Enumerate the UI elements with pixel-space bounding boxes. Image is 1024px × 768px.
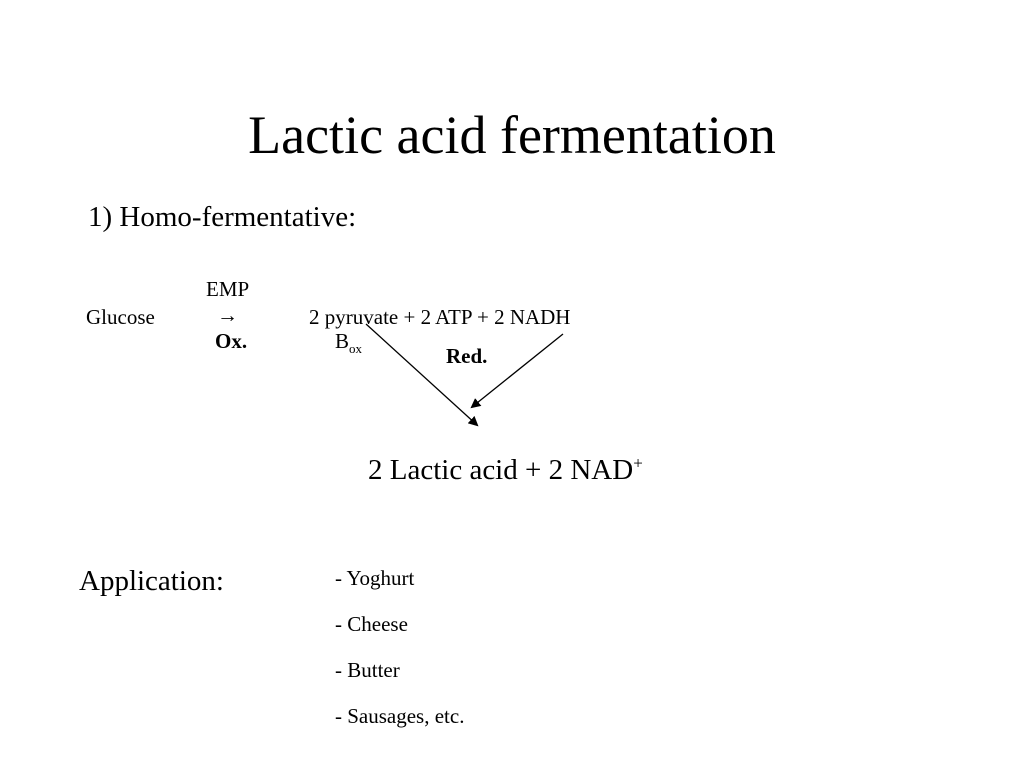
b-subscript: ox: [349, 341, 363, 357]
left-diagonal-arrow: [365, 323, 479, 427]
reduction-label: Red.: [446, 344, 488, 368]
products-label: 2 pyruvate + 2 ATP + 2 NADH: [309, 305, 571, 329]
pathway-label: EMP: [206, 277, 250, 301]
list-item: - Butter: [335, 658, 400, 682]
list-item: - Cheese: [335, 612, 408, 636]
slide-title: Lactic acid fermentation: [248, 105, 776, 165]
result-equation: 2 Lactic acid + 2 NAD+: [368, 452, 643, 488]
reaction-arrow-icon: →: [217, 303, 238, 327]
oxidation-label: Ox.: [215, 329, 248, 353]
application-label: Application:: [79, 565, 224, 597]
list-item: - Sausages, etc.: [335, 704, 465, 728]
b-ox-label: Box: [335, 328, 363, 357]
section-heading: 1) Homo-fermentative:: [88, 201, 357, 233]
list-item: - Yoghurt: [335, 566, 415, 590]
b-label: B: [335, 329, 350, 353]
result-superscript: +: [633, 453, 643, 473]
substrate-label: Glucose: [86, 305, 155, 329]
result-text: 2 Lactic acid + 2 NAD: [368, 454, 634, 486]
